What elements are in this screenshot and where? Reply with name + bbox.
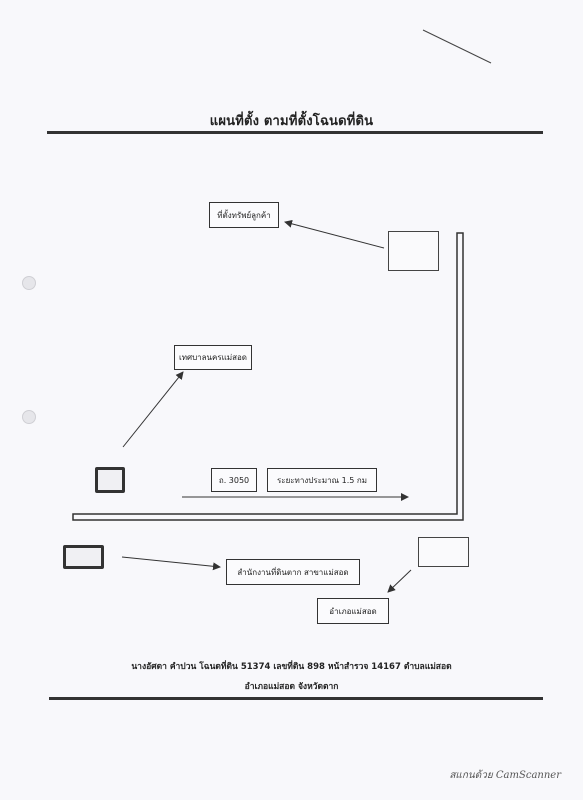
road-label: ถ. 3050 bbox=[211, 468, 257, 492]
district-office-marker bbox=[418, 537, 469, 567]
distance-label: ระยะทางประมาณ 1.5 กม bbox=[267, 468, 377, 492]
main-road bbox=[72, 232, 464, 521]
customer-location-label: ที่ตั้งทรัพย์ลูกค้า bbox=[209, 202, 279, 228]
punch-hole-top bbox=[22, 276, 36, 290]
footer-rule bbox=[49, 697, 543, 700]
punch-hole-bottom bbox=[22, 410, 36, 424]
footer-line-2: อำเภอแม่สอด จังหวัดตาก bbox=[244, 682, 339, 692]
arrow-to-land-office bbox=[121, 556, 221, 571]
scan-mark bbox=[422, 29, 492, 64]
municipality-label: เทศบาลนครแม่สอด bbox=[174, 345, 252, 370]
arrow-to-municipality bbox=[122, 371, 184, 448]
land-office-marker bbox=[63, 545, 104, 569]
land-office-label: สำนักงานที่ดินตาก สาขาแม่สอด bbox=[226, 559, 360, 585]
municipality-marker bbox=[95, 467, 125, 493]
page-title: แผนที่ตั้ง ตามที่ตั้งโฉนดที่ดิน bbox=[209, 114, 374, 129]
district-office-label: อำเภอแม่สอด bbox=[317, 598, 389, 624]
customer-location-marker bbox=[388, 231, 439, 271]
title-rule bbox=[47, 131, 543, 134]
arrow-to-district-office bbox=[387, 569, 412, 593]
camscanner-watermark: สแกนด้วย CamScanner bbox=[449, 770, 561, 781]
arrow-to-customer bbox=[284, 219, 385, 249]
footer-line-1: นางอัศดา คำปวน โฉนดที่ดิน 51374 เลขที่ดิ… bbox=[131, 662, 452, 672]
